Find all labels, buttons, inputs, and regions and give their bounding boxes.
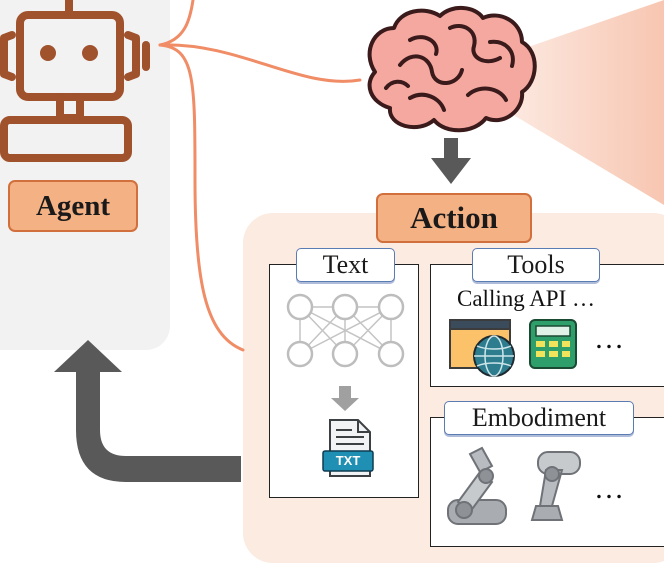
return-arrow [54, 340, 241, 482]
txt-file-icon [322, 419, 374, 477]
action-label: Action [376, 193, 532, 243]
agent-connector-lines [158, 0, 362, 352]
neural-network-icon [286, 293, 405, 411]
text-panel-title: Text [296, 248, 395, 282]
robot-leg-icon [530, 451, 581, 521]
down-arrow-icon [331, 386, 359, 411]
thought-beam [505, 0, 664, 205]
embodiment-panel-title: Embodiment [444, 401, 634, 435]
web-browser-icon [449, 319, 515, 377]
brain-to-action-arrow [431, 138, 471, 184]
tools-more-ellipsis: … [594, 322, 626, 355]
calculator-icon [529, 319, 577, 369]
brain-icon [367, 6, 537, 133]
calling-api-caption: Calling API … [457, 286, 596, 311]
agent-label: Agent [8, 180, 138, 232]
robot-arm-icon [447, 446, 507, 525]
robot-icon [0, 0, 150, 162]
tools-panel-title: Tools [472, 248, 600, 282]
embodiment-more-ellipsis: … [594, 472, 626, 505]
txt-file-label: TXT [335, 453, 361, 468]
